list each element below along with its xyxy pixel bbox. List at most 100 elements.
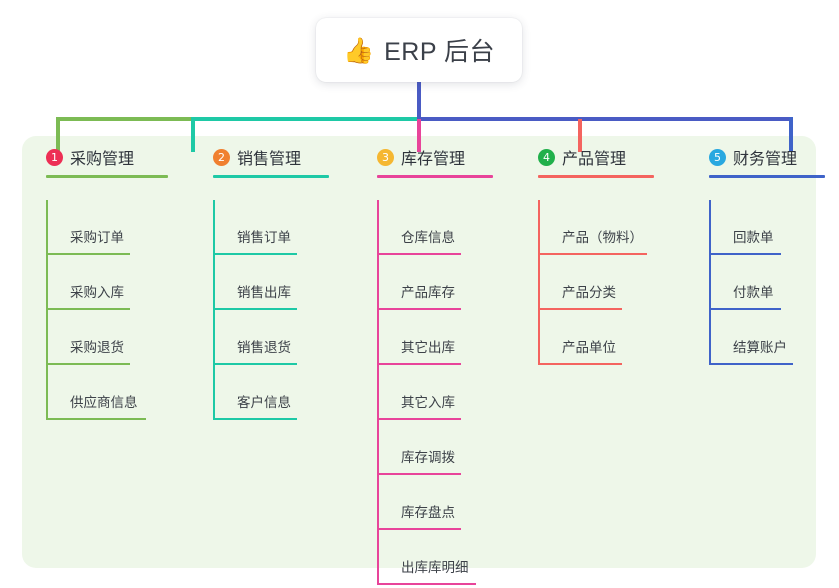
item-label: 采购入库 [70, 285, 124, 300]
list-item[interactable]: 产品库存 [365, 255, 465, 310]
column-title-purchase: 采购管理 [70, 151, 135, 168]
list-item[interactable]: 采购退货 [34, 310, 134, 365]
column-title-sales: 销售管理 [237, 151, 302, 168]
column-header-purchase[interactable]: 1 采购管理 [34, 146, 134, 168]
column-items-product: 产品（物料） 产品分类 产品单位 [526, 200, 647, 365]
item-label: 销售订单 [237, 230, 291, 245]
item-rule [213, 308, 297, 310]
list-item[interactable]: 产品（物料） [526, 200, 647, 255]
column-spine-product [538, 200, 540, 365]
item-label: 回款单 [733, 230, 774, 245]
list-item[interactable]: 销售订单 [201, 200, 301, 255]
item-label: 出库库明细 [401, 560, 469, 575]
column-items-sales: 销售订单 销售出库 销售退货 客户信息 [201, 200, 301, 420]
list-item[interactable]: 库存调拨 [365, 420, 465, 475]
column-inventory: 3 库存管理 仓库信息 产品库存 其它出库 其它入库 [365, 146, 493, 585]
column-rule-finance [709, 175, 825, 178]
item-rule [709, 308, 781, 310]
item-rule [46, 418, 146, 420]
item-rule [213, 363, 297, 365]
item-label: 销售出库 [237, 285, 291, 300]
item-label: 其它入库 [401, 395, 455, 410]
list-item[interactable]: 销售出库 [201, 255, 301, 310]
item-rule [538, 253, 647, 255]
column-items-finance: 回款单 付款单 结算账户 [697, 200, 797, 365]
item-label: 产品单位 [562, 340, 616, 355]
item-rule [709, 253, 781, 255]
badge-number-1: 1 [46, 148, 63, 166]
item-rule [538, 308, 622, 310]
column-title-inventory: 库存管理 [401, 151, 466, 168]
item-rule [377, 473, 461, 475]
column-rule-sales [213, 175, 329, 178]
column-title-product: 产品管理 [562, 151, 627, 168]
item-label: 库存盘点 [401, 505, 455, 520]
item-label: 其它出库 [401, 340, 455, 355]
column-title-finance: 财务管理 [733, 151, 798, 168]
list-item[interactable]: 采购入库 [34, 255, 134, 310]
item-label: 客户信息 [237, 395, 291, 410]
list-item[interactable]: 产品单位 [526, 310, 626, 365]
column-rule-product [538, 175, 654, 178]
item-rule [377, 528, 461, 530]
column-spine-purchase [46, 200, 48, 420]
list-item[interactable]: 回款单 [697, 200, 797, 255]
column-rule-purchase [46, 175, 168, 178]
list-item[interactable]: 付款单 [697, 255, 797, 310]
list-item[interactable]: 客户信息 [201, 365, 301, 420]
column-sales: 2 销售管理 销售订单 销售出库 销售退货 客户信息 [201, 146, 329, 420]
item-rule [377, 363, 461, 365]
column-items-inventory: 仓库信息 产品库存 其它出库 其它入库 库存调拨 [365, 200, 476, 585]
item-label: 供应商信息 [70, 395, 138, 410]
thumbs-up-icon: 👍 [342, 36, 375, 65]
item-rule [377, 583, 476, 585]
column-finance: 5 财务管理 回款单 付款单 结算账户 [697, 146, 825, 365]
list-item[interactable]: 仓库信息 [365, 200, 465, 255]
item-rule [377, 308, 461, 310]
list-item[interactable]: 其它入库 [365, 365, 465, 420]
column-header-inventory[interactable]: 3 库存管理 [365, 146, 465, 168]
item-rule [709, 363, 793, 365]
column-spine-sales [213, 200, 215, 420]
column-items-purchase: 采购订单 采购入库 采购退货 供应商信息 [34, 200, 146, 420]
list-item[interactable]: 库存盘点 [365, 475, 465, 530]
column-spine-finance [709, 200, 711, 365]
item-rule [46, 253, 130, 255]
column-purchase: 1 采购管理 采购订单 采购入库 采购退货 供应商信 [34, 146, 168, 420]
item-label: 产品分类 [562, 285, 616, 300]
item-rule [377, 418, 461, 420]
column-header-finance[interactable]: 5 财务管理 [697, 146, 797, 168]
item-label: 仓库信息 [401, 230, 455, 245]
column-header-product[interactable]: 4 产品管理 [526, 146, 626, 168]
column-product: 4 产品管理 产品（物料） 产品分类 产品单位 [526, 146, 654, 365]
list-item[interactable]: 销售退货 [201, 310, 301, 365]
list-item[interactable]: 产品分类 [526, 255, 626, 310]
list-item[interactable]: 出库库明细 [365, 530, 476, 585]
column-rule-inventory [377, 175, 493, 178]
badge-number-5: 5 [709, 148, 726, 166]
badge-number-2: 2 [213, 148, 230, 166]
page-title: ERP 后台 [384, 38, 496, 66]
column-spine-inventory [377, 200, 379, 585]
column-header-sales[interactable]: 2 销售管理 [201, 146, 301, 168]
item-rule [46, 363, 130, 365]
badge-number-3: 3 [377, 148, 394, 166]
list-item[interactable]: 结算账户 [697, 310, 797, 365]
item-label: 销售退货 [237, 340, 291, 355]
list-item[interactable]: 采购订单 [34, 200, 134, 255]
item-label: 采购订单 [70, 230, 124, 245]
item-rule [46, 308, 130, 310]
item-label: 采购退货 [70, 340, 124, 355]
list-item[interactable]: 供应商信息 [34, 365, 146, 420]
item-label: 结算账户 [733, 340, 787, 355]
item-label: 产品（物料） [562, 230, 643, 245]
item-label: 产品库存 [401, 285, 455, 300]
item-rule [213, 253, 297, 255]
list-item[interactable]: 其它出库 [365, 310, 465, 365]
diagram-background-panel [22, 136, 816, 568]
root-title-card[interactable]: 👍 ERP 后台 [316, 18, 522, 82]
item-label: 付款单 [733, 285, 774, 300]
badge-number-4: 4 [538, 148, 555, 166]
